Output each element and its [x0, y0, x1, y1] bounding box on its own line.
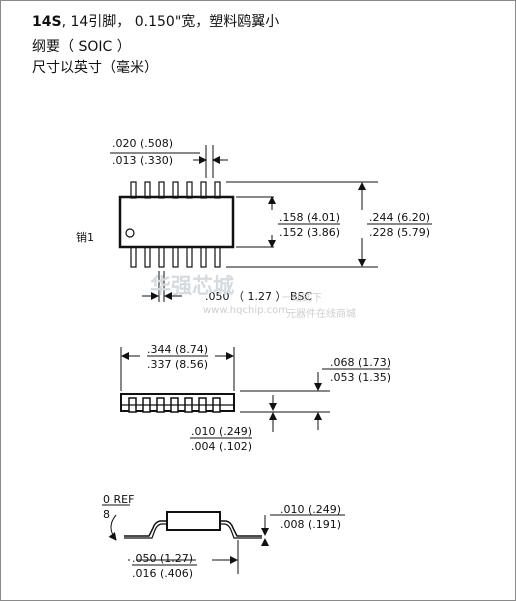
- watermark-slogan-1: 元器件在线商城: [286, 309, 356, 320]
- overall-width-max-label: .244 (6.20): [369, 211, 431, 224]
- body-width-max-label: .158 (4.01): [279, 211, 341, 224]
- length-min-label: .337 (8.56): [147, 358, 209, 371]
- top-view-upper-pins: [130, 181, 221, 199]
- body-width-min-label: .152 (3.86): [279, 226, 341, 239]
- foot-length-min-label: .016 (.406): [132, 567, 194, 580]
- watermark-brand: 华强芯城: [150, 274, 234, 298]
- top-view: [110, 145, 432, 302]
- end-view-body: [166, 511, 221, 531]
- height-max-label: .068 (1.73): [330, 356, 392, 369]
- lead-angle-min-label: 0 REF: [103, 493, 134, 506]
- overall-width-min-label: .228 (5.79): [369, 226, 431, 239]
- title-line-1: 14S, 14引脚， 0.150"宽，塑料鸥翼小: [32, 12, 279, 32]
- pin1-marker: [125, 228, 135, 238]
- watermark-slogan-2: 一站式下: [282, 293, 322, 304]
- pitch-label: .050 （ 1.27 ） BSC: [205, 290, 312, 303]
- lead-width-max-label: .020 (.508): [112, 137, 174, 150]
- lead-angle-max-label: 8: [103, 508, 110, 521]
- end-view-right-lead: [220, 520, 262, 537]
- standoff-max-label: .010 (.249): [191, 425, 253, 438]
- end-view: [102, 504, 345, 574]
- lead-thickness-max-label: .010 (.249): [280, 503, 342, 516]
- title-line-3: 尺寸以英寸（毫米）: [32, 60, 158, 76]
- foot-length-max-label: .050 (1.27): [132, 552, 194, 565]
- height-min-label: .053 (1.35): [330, 371, 392, 384]
- length-max-label: .344 (8.74): [147, 343, 209, 356]
- package-code: 14S: [32, 14, 62, 30]
- lead-angle-ref: REF: [113, 493, 135, 506]
- lead-width-min-label: .013 (.330): [112, 154, 174, 167]
- watermark-url: www.hqchip.com: [203, 305, 288, 316]
- top-view-lower-pins: [130, 246, 221, 268]
- standoff-min-label: .004 (.102): [191, 440, 253, 453]
- top-view-body: [118, 195, 235, 249]
- side-view: [120, 347, 390, 439]
- lead-thickness-min-label: .008 (.191): [280, 518, 342, 531]
- package-description: , 14引脚， 0.150"宽，塑料鸥翼小: [61, 14, 280, 30]
- title-line-2: 纲要（ SOIC ）: [32, 39, 131, 55]
- lead-angle-min: 0: [103, 493, 110, 506]
- end-view-left-lead: [124, 520, 167, 537]
- pin1-label: 销1: [76, 231, 94, 244]
